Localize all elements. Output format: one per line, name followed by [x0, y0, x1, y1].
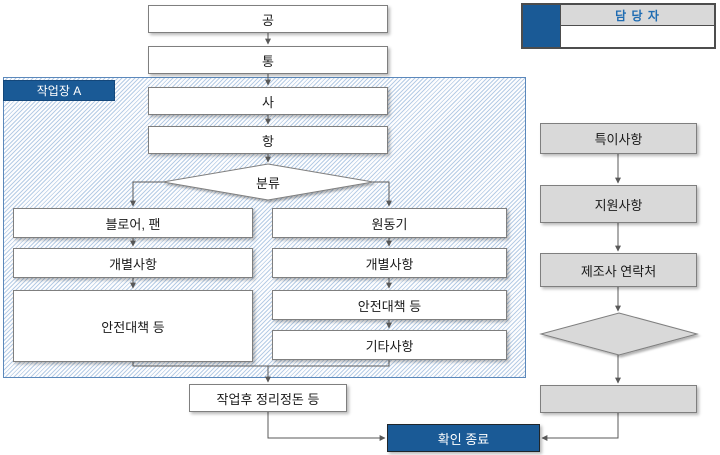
responsible-table-value: [561, 26, 714, 47]
decision-diamond: [162, 163, 374, 201]
left-branch-title: 블로어, 팬: [13, 208, 253, 238]
flow-box-2: 통: [148, 46, 388, 74]
side-box-1: 특이사항: [540, 123, 697, 154]
arrow-decision-right-branch: [373, 181, 392, 207]
responsible-table: 담 당 자: [521, 3, 716, 49]
workspace-a-label: 작업장 A: [3, 80, 115, 101]
junction-line: [132, 360, 390, 367]
arrow-decision-left-branch: [130, 181, 163, 207]
arrow-side-final-finish: [541, 413, 619, 441]
side-final-box: [540, 385, 697, 413]
responsible-table-header: 담 당 자: [561, 5, 714, 26]
flow-box-1: 공: [148, 5, 388, 33]
right-branch-item3: 기타사항: [272, 330, 507, 360]
side-box-3: 제조사 연락처: [540, 253, 697, 287]
right-branch-item2: 안전대책 등: [272, 290, 507, 320]
flow-box-3: 사: [148, 87, 388, 115]
side-box-2: 지원사항: [540, 185, 697, 223]
right-branch-item1: 개별사항: [272, 248, 507, 278]
left-branch-item2: 안전대책 등: [13, 290, 253, 362]
decision-label: 분류: [256, 175, 280, 191]
arrow-cleanup-finish: [267, 412, 386, 441]
side-decision-diamond: [539, 312, 699, 356]
finish-box: 확인 종료: [387, 424, 540, 452]
flow-box-4: 항: [148, 126, 388, 154]
right-branch-title: 원동기: [272, 208, 507, 238]
cleanup-box: 작업후 정리정돈 등: [189, 384, 347, 412]
side-decision-label: [541, 313, 697, 355]
responsible-table-blue-cell: [523, 5, 561, 47]
left-branch-item1: 개별사항: [13, 248, 253, 278]
